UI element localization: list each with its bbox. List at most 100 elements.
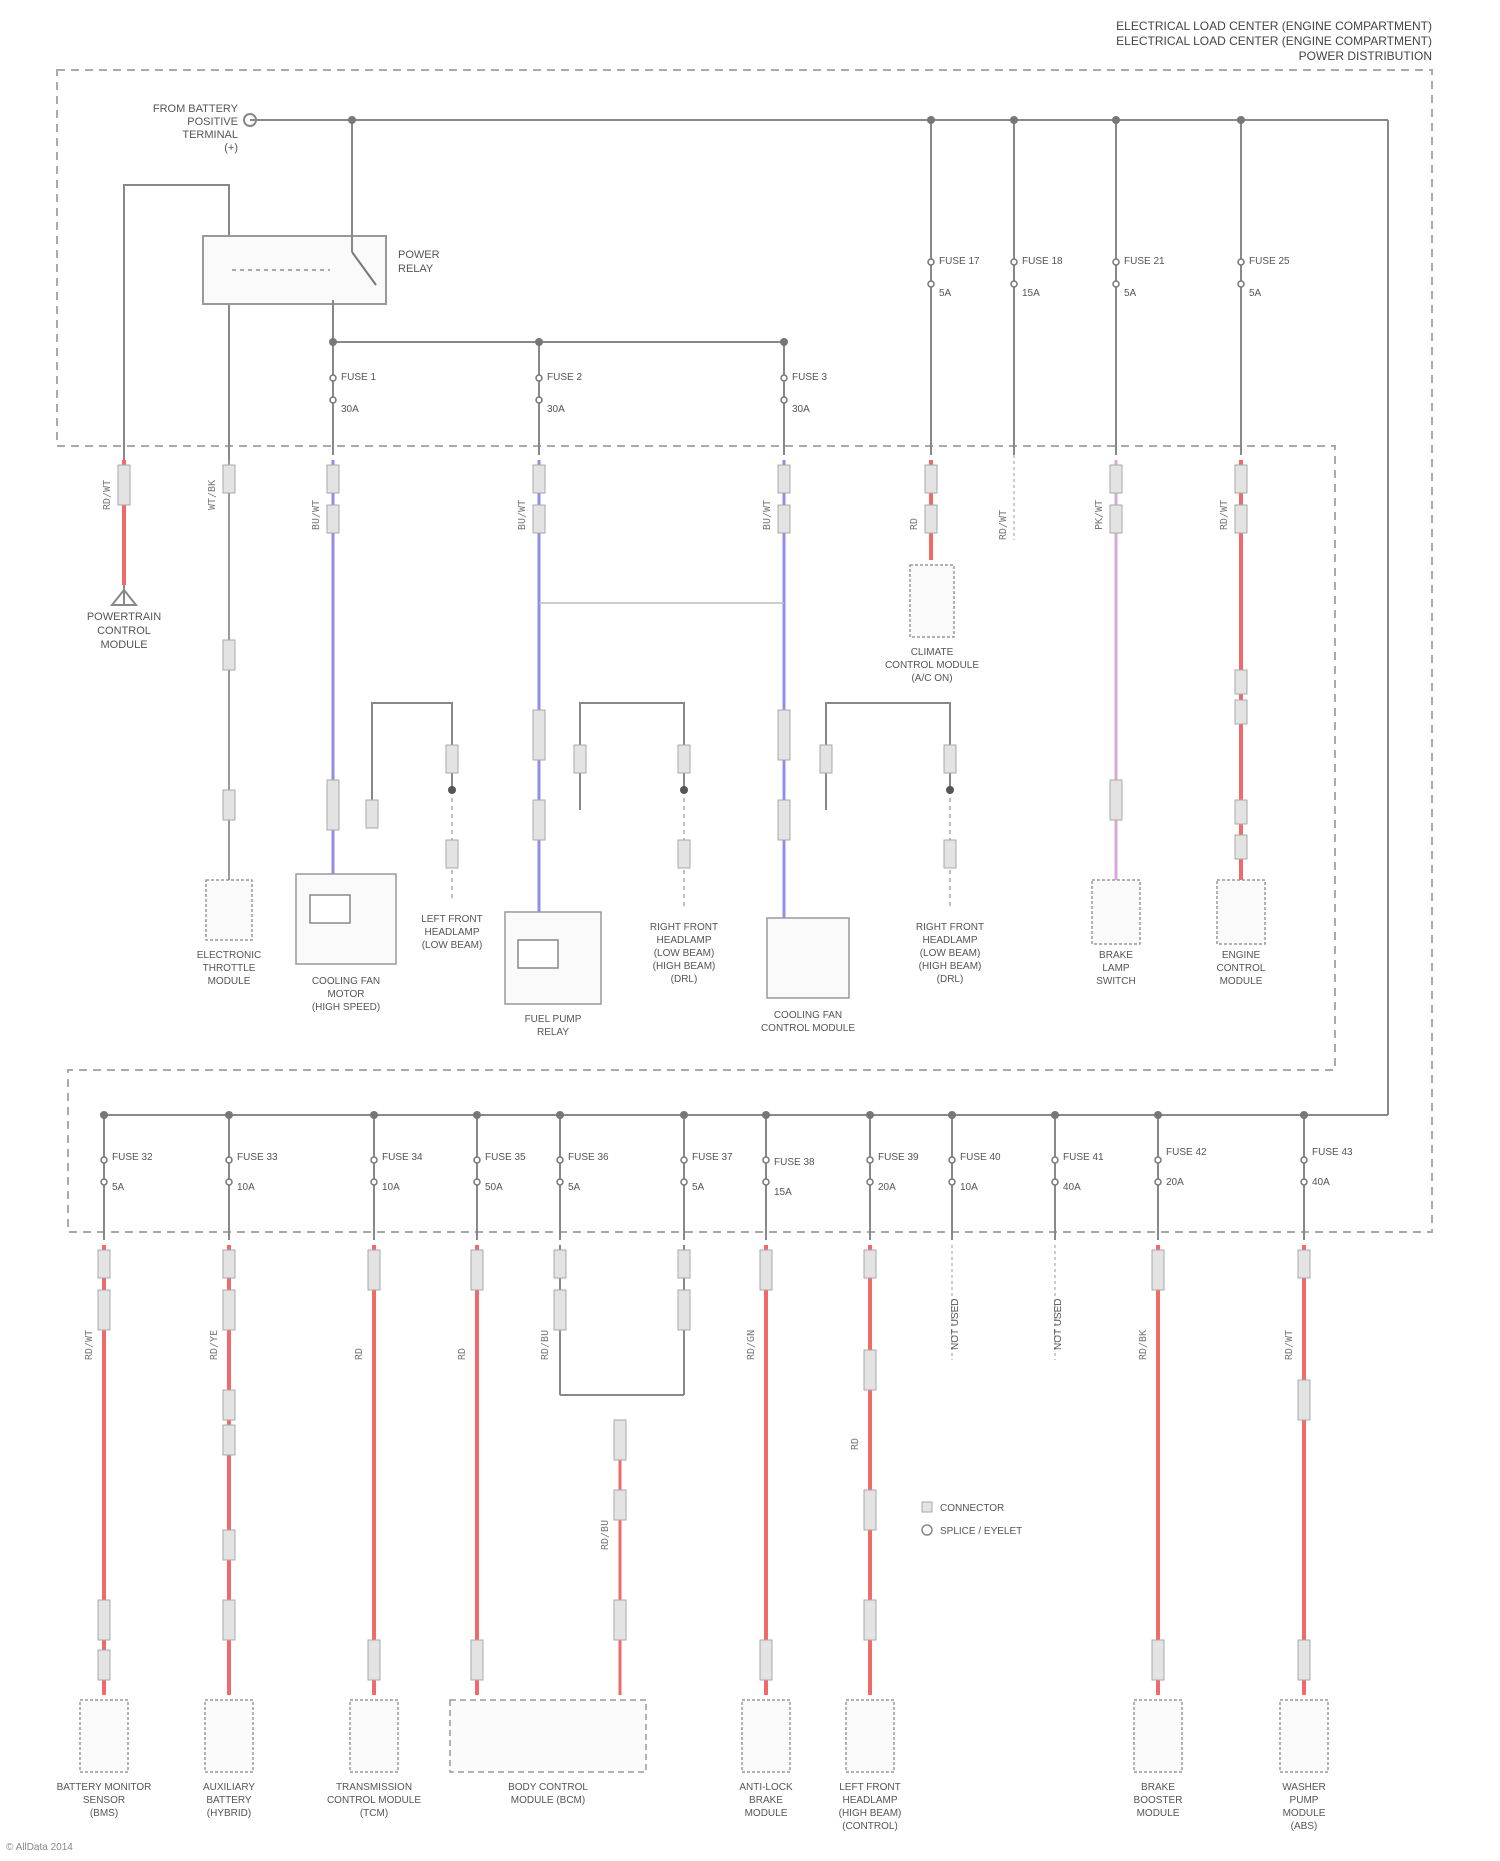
fuse-rating-18: 15A <box>1022 288 1040 299</box>
fuse-label-25: FUSE 25 <box>1249 256 1290 267</box>
bload-0-l1: BATTERY MONITOR <box>57 1782 152 1793</box>
midload-0-l2: CONTROL MODULE <box>885 660 979 671</box>
fan-motor-icon <box>310 895 350 923</box>
top-connectors <box>118 465 1247 868</box>
fuse-label-41: FUSE 41 <box>1063 1152 1104 1163</box>
fuse-rating-33: 10A <box>237 1182 255 1193</box>
load-0-l3: MODULE <box>208 976 251 987</box>
splice-legend-icon <box>922 1525 932 1535</box>
fuse-rating-42: 20A <box>1166 1177 1184 1188</box>
bload-7-l1: WASHER <box>1282 1782 1326 1793</box>
bload-6-l1: BRAKE <box>1141 1782 1175 1793</box>
load-7-l1: BRAKE <box>1099 950 1133 961</box>
bcm-feed-wires <box>560 1245 684 1395</box>
fuse-rating-1: 30A <box>341 404 359 415</box>
bload-5-l4: (CONTROL) <box>842 1821 898 1832</box>
fuse-rating-35: 50A <box>485 1182 503 1193</box>
load-2-l1: LEFT FRONT <box>421 914 482 925</box>
header-line-1: ELECTRICAL LOAD CENTER (ENGINE COMPARTME… <box>1116 19 1432 33</box>
credit-text: © AllData 2014 <box>6 1842 73 1853</box>
load-4-l1: RIGHT FRONT <box>650 922 718 933</box>
load-6-l3: (LOW BEAM) <box>920 948 981 959</box>
load-5-l2: CONTROL MODULE <box>761 1023 855 1034</box>
bload-0-l3: (BMS) <box>90 1808 118 1819</box>
fuse-icon-group-top <box>330 259 1244 403</box>
relay-label-1: POWER <box>398 249 440 261</box>
header-line-3: POWER DISTRIBUTION <box>1299 49 1432 63</box>
bottom-load-labels: BATTERY MONITOR SENSOR (BMS) AUXILIARY B… <box>57 1782 1326 1832</box>
header-line-2: ELECTRICAL LOAD CENTER (ENGINE COMPARTME… <box>1116 34 1432 48</box>
bottom-fuse-labels: FUSE 32 5A FUSE 33 10A FUSE 34 10A FUSE … <box>112 1147 1353 1198</box>
fuse-rating-38: 15A <box>774 1187 792 1198</box>
fuse-rating-40: 10A <box>960 1182 978 1193</box>
ground-label-1: POWERTRAIN <box>87 611 161 623</box>
fuse-label-1: FUSE 1 <box>341 372 376 383</box>
fuse-rating-21: 5A <box>1124 288 1137 299</box>
headlamp-splice-icons <box>448 786 954 794</box>
fuse-label-43: FUSE 43 <box>1312 1147 1353 1158</box>
fuse-label-36: FUSE 36 <box>568 1152 609 1163</box>
bload-3-l2: MODULE (BCM) <box>511 1795 585 1806</box>
bload-3-l1: BODY CONTROL <box>508 1782 588 1793</box>
load-1-l3: (HIGH SPEED) <box>312 1002 380 1013</box>
wire-label-1: RD/WT <box>102 480 113 510</box>
bottom-fuse-drops <box>104 1115 1304 1240</box>
power-relay <box>203 236 386 304</box>
fuse-rating-32: 5A <box>112 1182 125 1193</box>
fuse-rating-39: 20A <box>878 1182 896 1193</box>
bottom-connectors <box>98 1250 1310 1680</box>
aux-battery <box>205 1700 253 1772</box>
not-used-label-2: NOT USED <box>1053 1299 1064 1351</box>
wire-label-7: RD/WT <box>998 510 1009 540</box>
bload-6-l2: BOOSTER <box>1134 1795 1183 1806</box>
load-8-l1: ENGINE <box>1222 950 1261 961</box>
bwire-label-7: RD/GN <box>746 1330 757 1360</box>
bwire-label-5: RD/BU <box>540 1330 551 1360</box>
fuse-label-17: FUSE 17 <box>939 256 980 267</box>
ground-label-2: CONTROL <box>97 625 151 637</box>
fuse-label-42: FUSE 42 <box>1166 1147 1207 1158</box>
fuse-rating-2: 30A <box>547 404 565 415</box>
fuse-label-39: FUSE 39 <box>878 1152 919 1163</box>
brake-lamp-switch <box>1092 880 1140 944</box>
bload-7-l2: PUMP <box>1290 1795 1319 1806</box>
wire-label-5: BU/WT <box>762 500 773 530</box>
fuse-label-38: FUSE 38 <box>774 1157 815 1168</box>
bwire-label-2: RD/YE <box>209 1330 220 1360</box>
bload-2-l3: (TCM) <box>360 1808 388 1819</box>
relay-icon <box>518 940 558 968</box>
top-load-labels: ELECTRONIC THROTTLE MODULE COOLING FAN M… <box>197 647 1266 1038</box>
bload-6-l3: MODULE <box>1137 1808 1180 1819</box>
bload-4-l2: BRAKE <box>749 1795 783 1806</box>
top-bus-junctions <box>329 116 1245 346</box>
legend-connector-label: CONNECTOR <box>940 1503 1004 1514</box>
unused-fuse-stubs <box>952 1245 1055 1360</box>
load-6-l5: (DRL) <box>937 974 964 985</box>
bms-module <box>80 1700 128 1772</box>
tcm-module <box>350 1700 398 1772</box>
not-used-label-1: NOT USED <box>950 1299 961 1351</box>
bwire-label-10: RD/WT <box>1284 1330 1295 1360</box>
fuse-rating-43: 40A <box>1312 1177 1330 1188</box>
abs-module <box>742 1700 790 1772</box>
bload-7-l4: (ABS) <box>1291 1821 1318 1832</box>
load-8-l3: MODULE <box>1220 976 1263 987</box>
fuse-rating-34: 10A <box>382 1182 400 1193</box>
etm-module <box>206 880 252 940</box>
fuse-rating-3: 30A <box>792 404 810 415</box>
load-2-l3: (LOW BEAM) <box>422 940 483 951</box>
load-8-l2: CONTROL <box>1217 963 1266 974</box>
cooling-fan-control-module <box>767 918 849 998</box>
relay-coil-wire <box>124 185 229 460</box>
relay-label-2: RELAY <box>398 263 434 275</box>
fuse-label-3: FUSE 3 <box>792 372 827 383</box>
load-6-l2: HEADLAMP <box>922 935 977 946</box>
legend-splice-label: SPLICE / EYELET <box>940 1526 1022 1537</box>
fuse-label-40: FUSE 40 <box>960 1152 1001 1163</box>
bload-5-l1: LEFT FRONT <box>839 1782 900 1793</box>
load-1-l2: MOTOR <box>327 989 364 1000</box>
load-4-l2: HEADLAMP <box>656 935 711 946</box>
bload-4-l1: ANTI-LOCK <box>739 1782 793 1793</box>
wire-loop-center <box>580 703 684 810</box>
climate-control-module <box>910 565 954 637</box>
